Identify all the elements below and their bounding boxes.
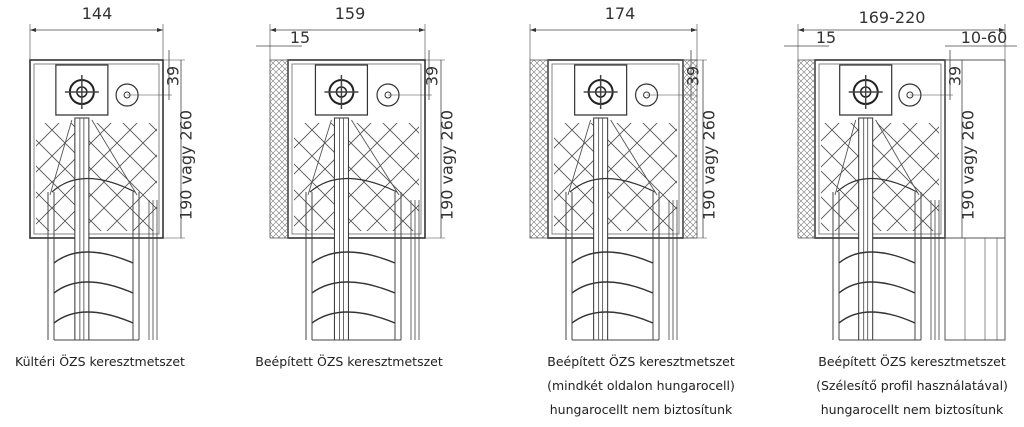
motor-dimension-1: 39 xyxy=(163,65,183,87)
arm-arc xyxy=(571,311,654,324)
height-dimension-4: 190 vagy 260 xyxy=(958,109,978,221)
tension-arc xyxy=(836,177,918,193)
slat-pack-hatch xyxy=(821,123,939,231)
arm-arc xyxy=(311,251,396,264)
cable xyxy=(307,119,400,196)
caption-line: Kültéri ÖZS keresztmetszet xyxy=(15,354,185,369)
width-dimension-4: 169-220 xyxy=(858,8,926,27)
arm-arc xyxy=(838,281,916,294)
arm-arc xyxy=(838,251,916,264)
box-inner-outline xyxy=(291,63,422,235)
height-dimension-3: 190 vagy 260 xyxy=(699,109,719,221)
arm-arc xyxy=(838,311,916,324)
shutter-box-section xyxy=(529,24,707,341)
central-guide xyxy=(593,117,609,341)
width-dimension-3: 174 xyxy=(604,4,636,23)
arm-arc xyxy=(53,311,134,324)
caption-line: Beépített ÖZS keresztmetszet xyxy=(255,354,443,369)
shutter-box-section xyxy=(256,24,445,341)
arm-arc xyxy=(571,251,654,264)
tension-arc xyxy=(569,177,656,193)
width-dimension-1: 144 xyxy=(81,4,113,23)
arm-arc xyxy=(571,281,654,294)
insulation-dimension-4: 15 xyxy=(815,28,837,47)
height-dimension-1: 190 vagy 260 xyxy=(176,109,196,221)
caption-3: Beépített ÖZS keresztmetszet (mindkét ol… xyxy=(547,350,735,422)
motor-dimension-3: 39 xyxy=(683,65,703,87)
cable xyxy=(567,119,658,196)
tension-arc xyxy=(309,177,398,193)
caption-line: (Szélesítő profil használatával) xyxy=(816,378,1008,393)
slat-pack-hatch xyxy=(554,123,677,231)
insulation-dimension-2: 15 xyxy=(289,28,311,47)
shutter-box-section xyxy=(29,24,185,341)
box-inner-outline xyxy=(818,63,942,235)
shutter-box-section xyxy=(784,24,1017,341)
height-dimension-2: 190 vagy 260 xyxy=(437,109,457,221)
box-inner-outline xyxy=(551,63,680,235)
motor-dimension-4: 39 xyxy=(945,65,965,87)
caption-4: Beépített ÖZS keresztmetszet (Szélesítő … xyxy=(816,350,1008,422)
cable xyxy=(834,119,920,196)
caption-2: Beépített ÖZS keresztmetszet xyxy=(255,350,443,374)
arm-arc xyxy=(311,281,396,294)
central-guide xyxy=(333,117,349,341)
slat-pack-hatch xyxy=(294,123,419,231)
caption-line: (mindkét oldalon hungarocell) xyxy=(547,378,735,393)
caption-line: Beépített ÖZS keresztmetszet xyxy=(547,354,735,369)
insulation-hungarocell xyxy=(269,59,289,239)
arm-arc xyxy=(311,311,396,324)
insulation-hungarocell xyxy=(682,59,698,239)
caption-1: Kültéri ÖZS keresztmetszet xyxy=(15,350,185,374)
arm-arc xyxy=(53,281,134,294)
central-guide xyxy=(858,117,874,341)
box-outline xyxy=(29,59,164,239)
caption-line: hungarocellt nem biztosítunk xyxy=(549,402,733,417)
box-inner-outline xyxy=(33,63,160,235)
extension-dimension-4: 10-60 xyxy=(960,28,1008,47)
extension-lower xyxy=(944,237,1006,341)
tension-arc xyxy=(51,177,136,193)
arm-arc xyxy=(53,251,134,264)
slat-pack-hatch xyxy=(36,123,157,231)
width-dimension-2: 159 xyxy=(334,4,366,23)
insulation-hungarocell xyxy=(529,59,549,239)
caption-line: Beépített ÖZS keresztmetszet xyxy=(818,354,1006,369)
motor-dimension-2: 39 xyxy=(422,65,442,87)
insulation-hungarocell xyxy=(797,59,816,239)
cable xyxy=(49,119,138,196)
central-guide xyxy=(74,117,90,341)
caption-line: hungarocellt nem biztosítunk xyxy=(820,402,1004,417)
